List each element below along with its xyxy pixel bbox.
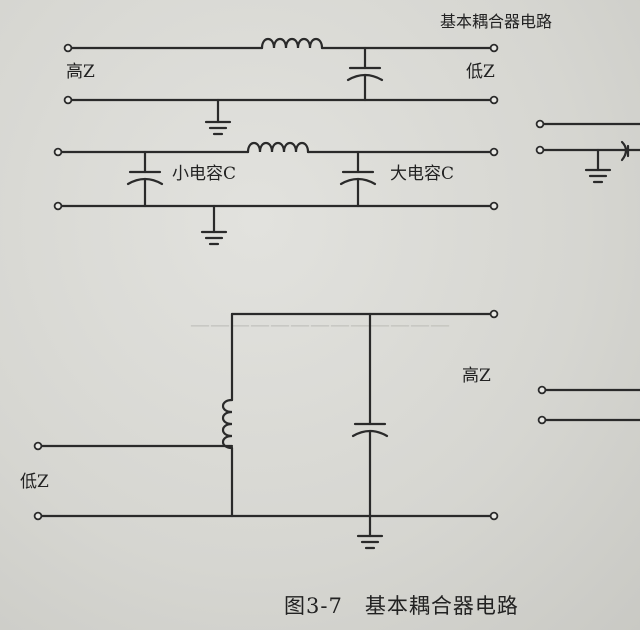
circuit-pi-network <box>53 141 499 246</box>
ground-symbol <box>584 168 612 184</box>
ground-symbol <box>200 230 228 246</box>
series-inductor <box>246 141 310 154</box>
partial-circuit-right <box>535 119 640 184</box>
circuit1-left-label: 高Z <box>66 62 95 82</box>
circuit3-right-label: 高Z <box>462 366 491 386</box>
diagram-top-label: 基本耦合器电路 <box>440 12 553 31</box>
ground-symbol <box>204 120 232 136</box>
circuit-high-to-low <box>63 37 499 136</box>
figure-caption: 图3-7 基本耦合器电路 <box>284 594 519 618</box>
series-inductor <box>260 37 324 50</box>
small-capacitor-label: 小电容C <box>172 164 237 184</box>
circuit1-right-label: 低Z <box>466 62 495 82</box>
show-through-text: ————————————— <box>190 312 450 336</box>
large-capacitor-label: 大电容C <box>390 164 455 184</box>
circuit-low-to-high <box>33 309 499 550</box>
shunt-inductor <box>221 398 234 450</box>
ground-symbol <box>356 534 384 550</box>
circuit3-left-label: 低Z <box>20 472 49 492</box>
partial-circuit-right-lower <box>537 385 640 425</box>
